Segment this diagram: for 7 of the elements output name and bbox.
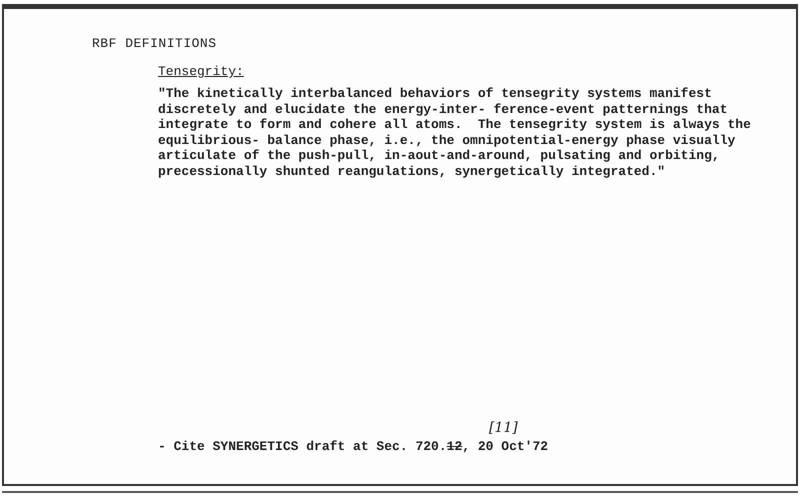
definition-quote: "The kinetically interbalanced behaviors of tensegrity systems manifest discretely and elucidate the energy-inter- ference-event patternings that integrate to form and cohere all atoms. The tensegrity system is always the equilibrious- balance phase, i.e., the omnipotential-energy phase visually articulate of the push-pull, in-aout-and-around, pulsating and orbiting, precessionally shunted reangulations, synergetically integrated." — [158, 86, 752, 179]
citation-date: , 20 Oct'72 — [462, 438, 548, 456]
struck-number: 12 — [446, 438, 462, 456]
heading: RBF DEFINITIONS — [92, 35, 217, 53]
term-heading: Tensegrity: — [158, 63, 244, 81]
handwritten-note: [11] — [489, 419, 518, 438]
citation-text: - Cite SYNERGETICS draft at Sec. 720. — [158, 438, 447, 456]
